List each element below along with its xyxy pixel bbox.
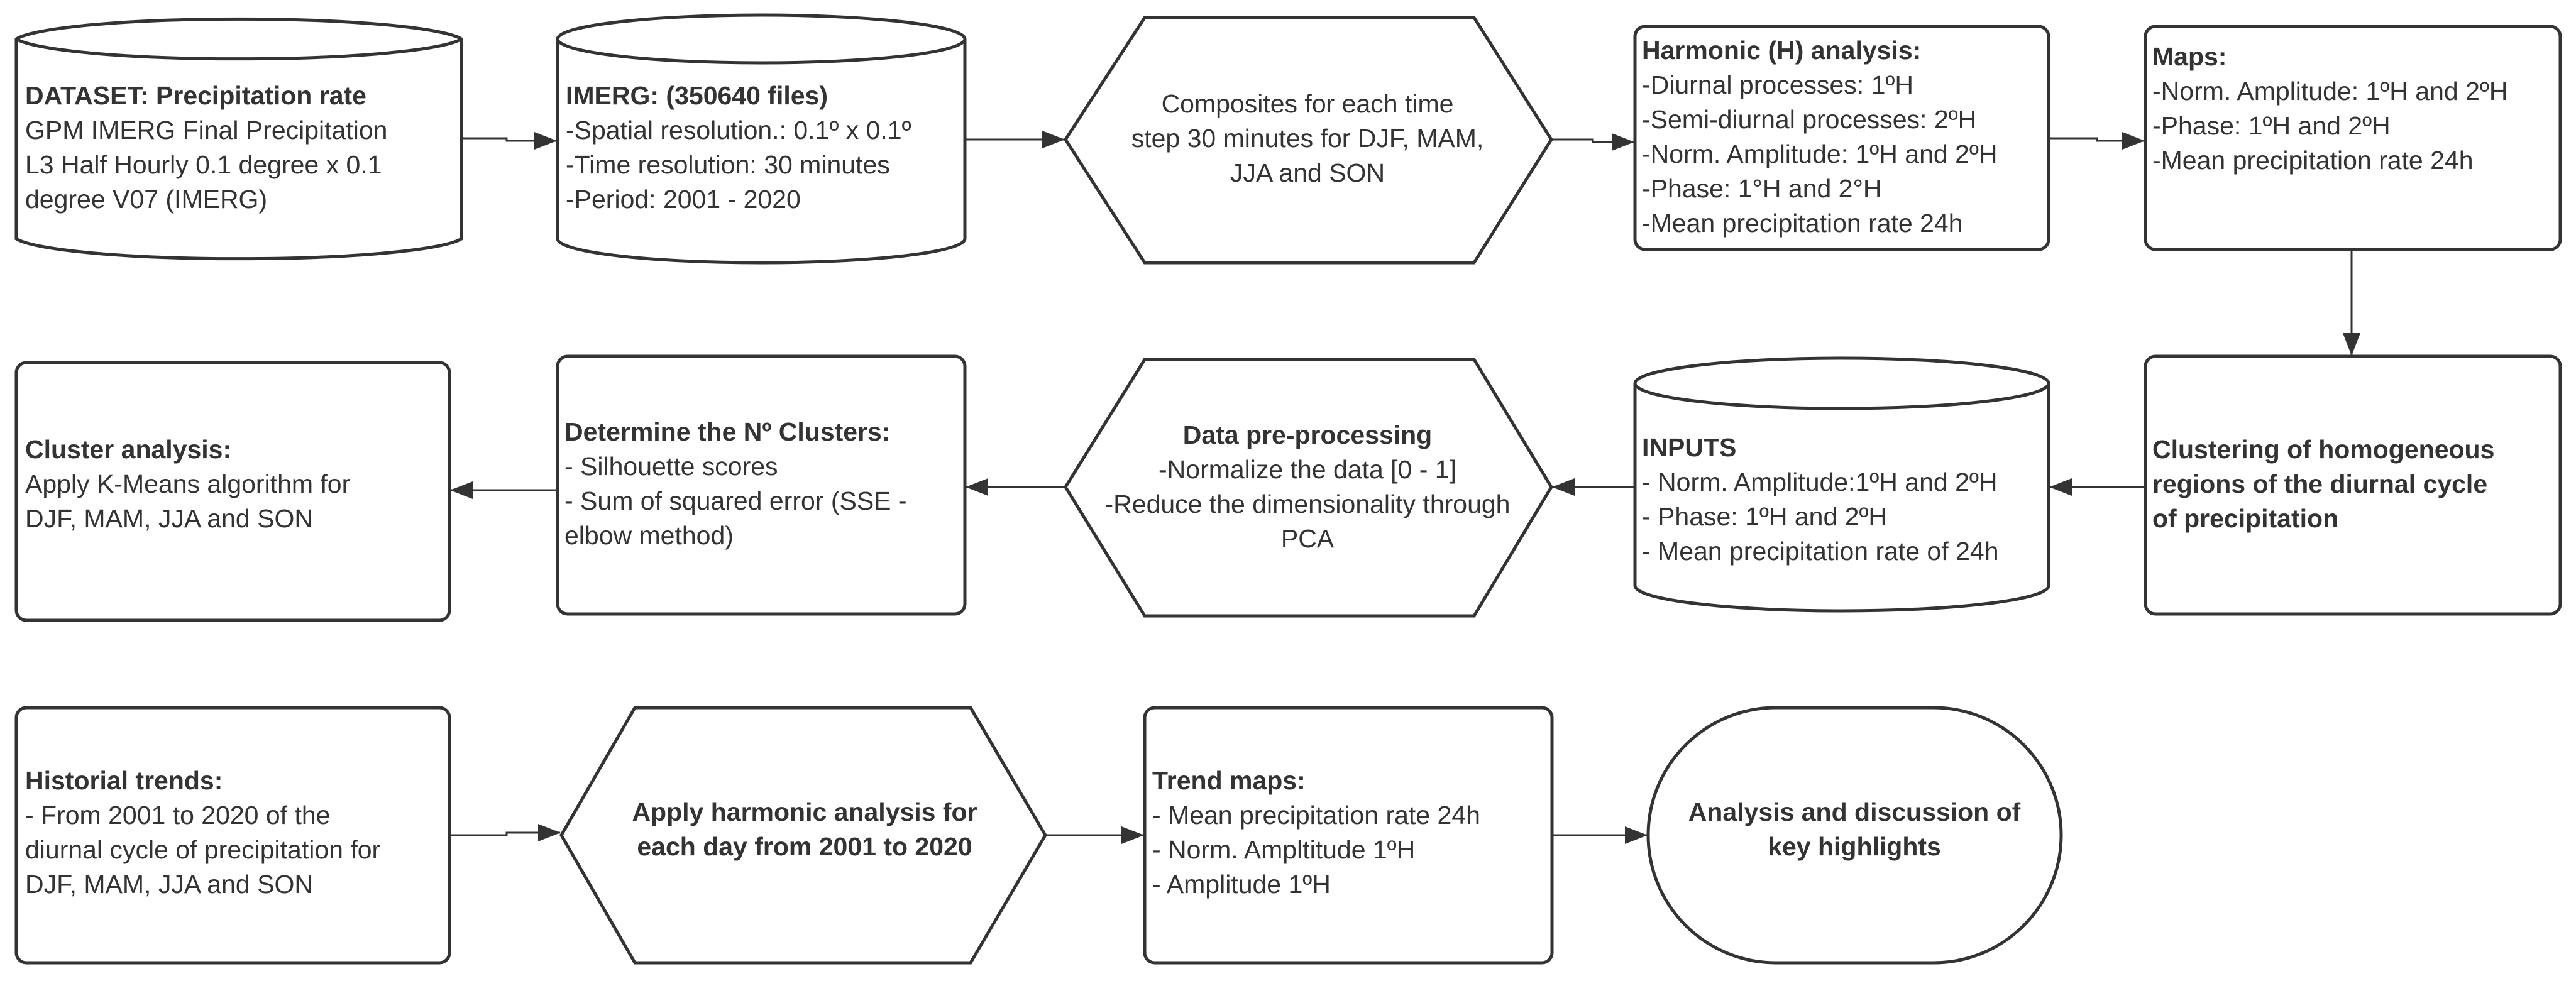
harmonic-line: -Diurnal processes: 1ºH	[1642, 70, 1913, 99]
imerg-line: -Spatial resolution.: 0.1º x 0.1º	[566, 116, 911, 145]
inputs-line: - Phase: 1ºH and 2ºH	[1642, 502, 1888, 531]
arrow-harmonic-to-maps	[2049, 132, 2145, 150]
inputs-title: INPUTS	[1642, 433, 1737, 462]
apply-harmonic-line: each day from 2001 to 2020	[637, 832, 972, 861]
preprocessing-hexagon	[1064, 358, 1553, 618]
cluster-analysis-line: Apply K-Means algorithm for	[25, 469, 351, 498]
imerg-line: -Period: 2001 - 2020	[566, 185, 801, 214]
composites-line: step 30 minutes for DJF, MAM,	[1131, 123, 1484, 153]
nclusters-box	[556, 354, 967, 616]
nclusters-title: Determine the Nº Clusters:	[564, 417, 891, 446]
maps-label: Maps: -Norm. Amplitude: 1ºH and 2ºH -Pha…	[2152, 30, 2558, 187]
historical-label: Historial trends: - From 2001 to 2020 of…	[25, 751, 449, 914]
clustering-label: Clustering of homogeneous regions of the…	[2152, 377, 2558, 591]
historical-line: diurnal cycle of precipitation for	[25, 835, 381, 864]
apply-harmonic-label: Apply harmonic analysis for each day fro…	[603, 786, 1006, 874]
inputs-line: - Mean precipitation rate of 24h	[1642, 537, 1999, 566]
harmonic-label: Harmonic (H) analysis: -Diurnal processe…	[1642, 30, 2047, 244]
harmonic-title: Harmonic (H) analysis:	[1642, 36, 1922, 65]
trend-maps-line: - Mean precipitation rate 24h	[1152, 801, 1480, 830]
trend-maps-line: - Norm. Ampltitude 1ºH	[1152, 835, 1416, 864]
discussion-line: key highlights	[1768, 832, 1941, 861]
cluster-analysis-label: Cluster analysis: Apply K-Means algorith…	[25, 421, 446, 547]
inputs-line: - Norm. Amplitude:1ºH and 2ºH	[1642, 468, 1998, 496]
dataset-title: DATASET: Precipitation rate	[25, 81, 366, 110]
preprocessing-line: -Reduce the dimensionality through	[1104, 490, 1511, 518]
maps-line: -Mean precipitation rate 24h	[2152, 146, 2474, 175]
composites-line: Composites for each time	[1161, 89, 1454, 118]
dataset-line: GPM IMERG Final Precipitation	[25, 116, 388, 145]
trend-maps-label: Trend maps: - Mean precipitation rate 24…	[1152, 751, 1551, 914]
preprocessing-line: PCA	[1280, 524, 1335, 553]
trend-maps-line: - Amplitude 1ºH	[1152, 870, 1331, 899]
cluster-analysis-title: Cluster analysis:	[25, 434, 232, 464]
harmonic-line: -Norm. Amplitude: 1ºH and 2ºH	[1642, 140, 1998, 168]
nclusters-line: elbow method)	[564, 521, 734, 550]
arrow-historical-to-apply-harmonic	[449, 824, 561, 841]
discussion-terminal	[1646, 706, 2063, 965]
trend-maps-title: Trend maps:	[1152, 766, 1306, 795]
imerg-label: IMERG: (350640 files) -Spatial resolutio…	[566, 63, 962, 233]
inputs-label: INPUTS - Norm. Amplitude:1ºH and 2ºH - P…	[1642, 415, 2047, 584]
imerg-cylinder	[556, 13, 967, 265]
clustering-line: Clustering of homogeneous	[2152, 434, 2495, 464]
maps-title: Maps:	[2152, 42, 2227, 71]
nclusters-line: - Sum of squared error (SSE -	[564, 486, 907, 515]
preprocessing-title: Data pre-processing	[1182, 420, 1433, 449]
maps-box	[2144, 25, 2562, 251]
cluster-analysis-line: DJF, MAM, JJA and SON	[25, 503, 313, 533]
dataset-cylinder	[14, 17, 463, 261]
composites-line: JJA and SON	[1230, 158, 1385, 187]
arrow-composites-to-harmonic	[1551, 133, 1634, 151]
preprocessing-line: -Normalize the data [0 - 1]	[1159, 455, 1456, 484]
dataset-label: DATASET: Precipitation rate GPM IMERG Fi…	[25, 63, 459, 233]
nclusters-line: - Silhouette scores	[564, 452, 778, 481]
apply-harmonic-line: Apply harmonic analysis for	[632, 797, 977, 826]
inputs-cylinder	[1633, 356, 2050, 613]
imerg-line: -Time resolution: 30 minutes	[566, 150, 890, 179]
discussion-label: Analysis and discussion of key highlight…	[1653, 786, 2056, 874]
maps-line: -Phase: 1ºH and 2ºH	[2152, 111, 2391, 140]
harmonic-line: -Phase: 1°H and 2°H	[1642, 174, 1882, 203]
composites-label: Composites for each time step 30 minutes…	[1097, 75, 1518, 201]
clustering-box	[2144, 354, 2562, 616]
clustering-line: regions of the diurnal cycle	[2152, 469, 2488, 498]
harmonic-line: -Mean precipitation rate 24h	[1642, 209, 1963, 238]
dataset-line: degree V07 (IMERG)	[25, 185, 268, 214]
cluster-analysis-box	[14, 361, 451, 622]
arrow-dataset-to-imerg	[461, 132, 557, 150]
discussion-line: Analysis and discussion of	[1688, 797, 2021, 826]
clustering-line: of precipitation	[2152, 503, 2339, 533]
nclusters-label: Determine the Nº Clusters: - Silhouette …	[564, 402, 960, 566]
dataset-line: L3 Half Hourly 0.1 degree x 0.1	[25, 150, 382, 179]
historical-line: DJF, MAM, JJA and SON	[25, 870, 313, 899]
imerg-title: IMERG: (350640 files)	[566, 81, 828, 110]
historical-line: - From 2001 to 2020 of the	[25, 801, 331, 830]
preprocessing-label: Data pre-processing -Normalize the data …	[1069, 405, 1546, 569]
maps-line: -Norm. Amplitude: 1ºH and 2ºH	[2152, 77, 2508, 106]
historical-title: Historial trends:	[25, 766, 223, 795]
harmonic-line: -Semi-diurnal processes: 2ºH	[1642, 105, 1977, 134]
